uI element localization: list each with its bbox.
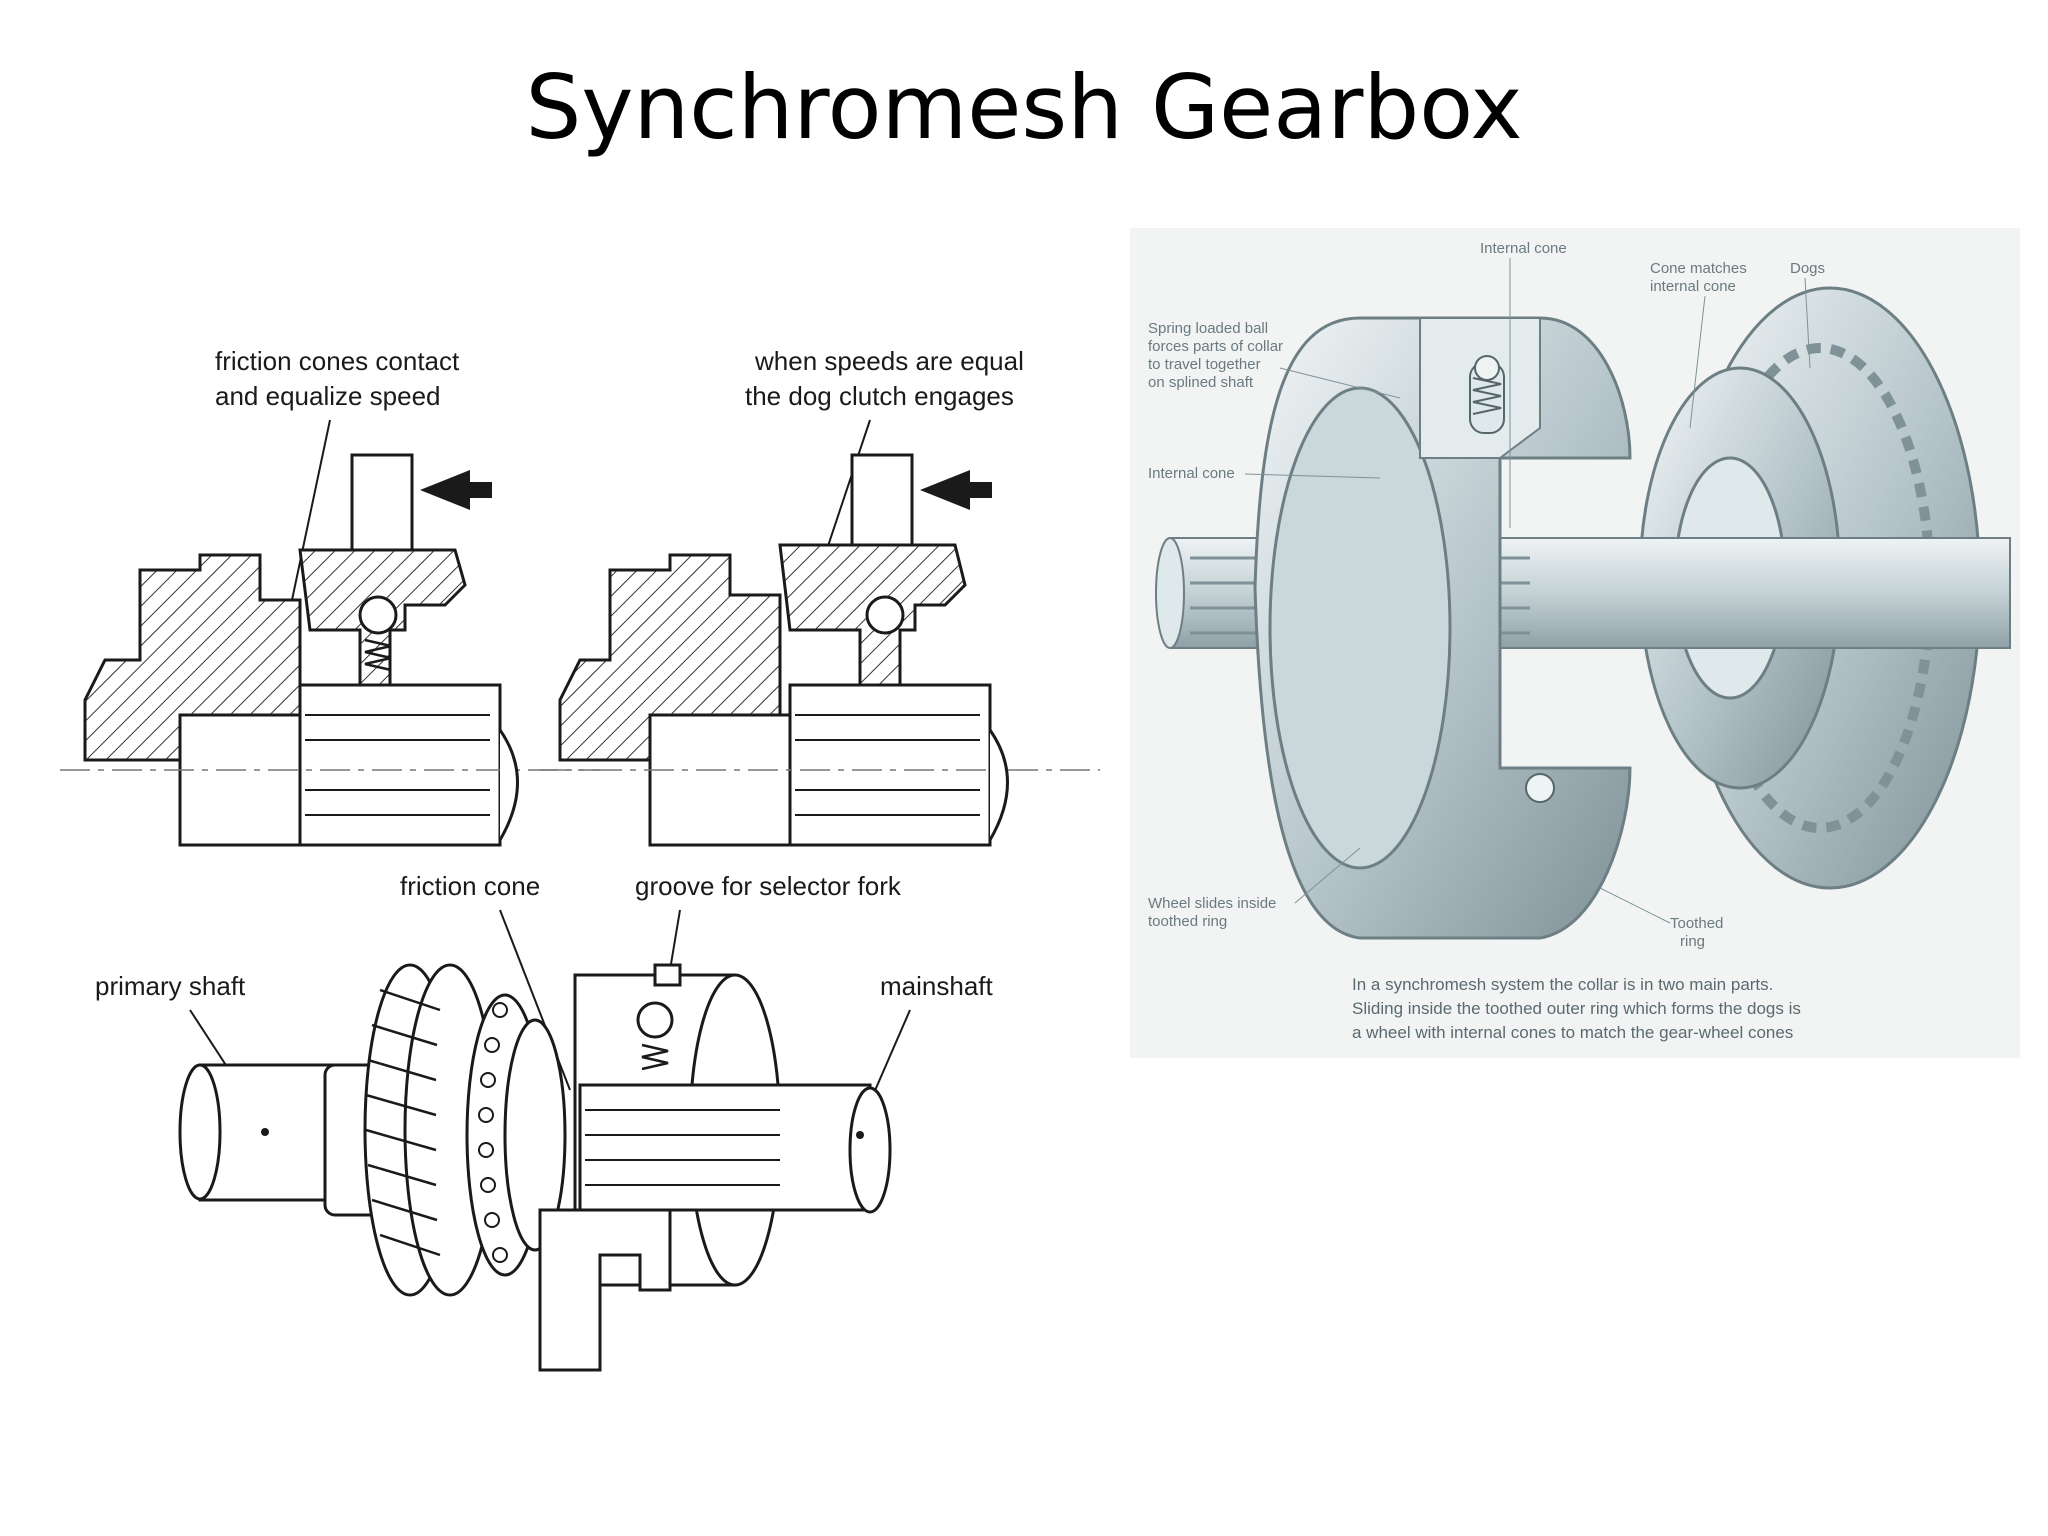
- illustration-caption: In a synchromesh system the collar is in…: [1352, 975, 1801, 1042]
- assembly-diagram: friction cone groove for selector fork p…: [95, 871, 993, 1372]
- slide-title: Synchromesh Gearbox: [525, 56, 1523, 159]
- stage1-arrow-icon: [420, 470, 492, 510]
- selector-fork: [538, 1208, 672, 1372]
- label-internal-cone-top: Internal cone: [1480, 240, 1567, 257]
- label-dogs: Dogs: [1790, 260, 1825, 277]
- stage2-selector-fork: [850, 453, 914, 552]
- groove-label: groove for selector fork: [635, 871, 902, 901]
- friction-cone-label: friction cone: [400, 871, 540, 901]
- label-toothed-ring-line1: Toothed: [1670, 915, 1723, 932]
- illustration-labels: Internal cone Cone matches internal cone…: [1148, 240, 1825, 950]
- mainshaft: [578, 1083, 892, 1214]
- label-wheel-slides-line2: toothed ring: [1148, 913, 1227, 930]
- helical-gear: [363, 963, 497, 1297]
- label-spring-line4: on splined shaft: [1148, 374, 1254, 391]
- caption-line3: a wheel with internal cones to match the…: [1352, 1023, 1793, 1042]
- label-wheel-slides-line1: Wheel slides inside: [1148, 895, 1276, 912]
- stage2-cross-section: when speeds are equal the dog clutch eng…: [540, 346, 1100, 847]
- label-spring-line2: forces parts of collar: [1148, 338, 1283, 355]
- stage2-ball: [865, 595, 905, 635]
- stage2-label-line1: when speeds are equal: [754, 346, 1024, 376]
- label-toothed-ring-line2: ring: [1680, 933, 1705, 950]
- label-spring-line1: Spring loaded ball: [1148, 320, 1268, 337]
- mainshaft-label: mainshaft: [880, 971, 993, 1001]
- cutaway-illustration: Internal cone Cone matches internal cone…: [1130, 228, 2020, 1058]
- friction-cone: [465, 993, 567, 1277]
- stage1-selector-fork: [350, 453, 414, 552]
- stage1-label-line1: friction cones contact: [215, 346, 460, 376]
- primary-shaft-label: primary shaft: [95, 971, 246, 1001]
- label-cone-matches-line1: Cone matches: [1650, 260, 1747, 277]
- stage2-label-line2: the dog clutch engages: [745, 381, 1014, 411]
- stage1-label-line2: and equalize speed: [215, 381, 441, 411]
- caption-line2: Sliding inside the toothed outer ring wh…: [1352, 999, 1801, 1018]
- stage2-arrow-icon: [920, 470, 992, 510]
- cross-section-diagrams: friction cones contact and equalize spee…: [60, 346, 1100, 847]
- label-internal-cone-left: Internal cone: [1148, 465, 1235, 482]
- stage1-ball: [358, 595, 398, 635]
- label-spring-line3: to travel together: [1148, 356, 1261, 373]
- stage1-cross-section: friction cones contact and equalize spee…: [60, 346, 600, 847]
- label-cone-matches-line2: internal cone: [1650, 278, 1736, 295]
- caption-line1: In a synchromesh system the collar is in…: [1352, 975, 1773, 994]
